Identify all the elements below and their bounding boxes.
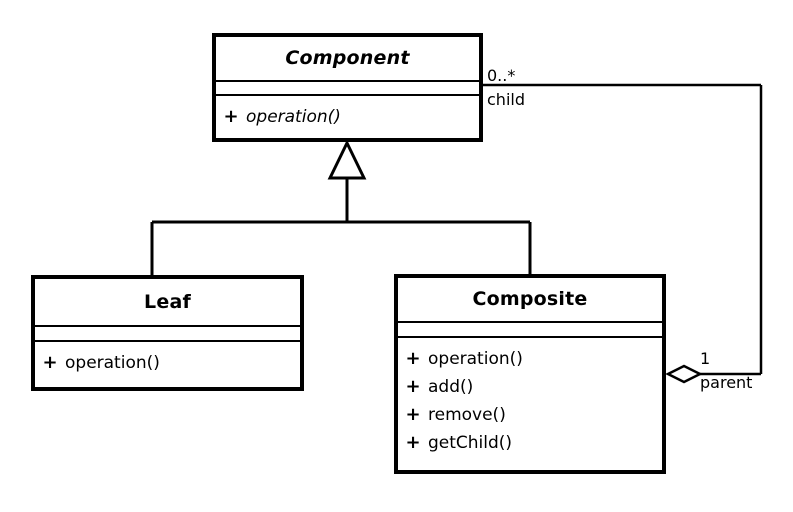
operation-label: remove() (428, 405, 506, 425)
component-attributes-compartment (216, 81, 479, 96)
aggregation-connector (481, 83, 763, 384)
class-box-component[interactable]: Component + operation() (212, 33, 483, 142)
composite-operation-row[interactable]: + add() (398, 373, 662, 401)
child-role-label: child (487, 90, 525, 109)
leaf-operation-row[interactable]: + operation() (35, 349, 300, 377)
visibility-marker: + (405, 404, 421, 425)
aggregation-diamond (665, 364, 703, 384)
class-box-leaf[interactable]: Leaf + operation() (31, 275, 304, 391)
component-operations-compartment: + operation() (216, 96, 479, 138)
component-class-name: Component (285, 46, 410, 69)
visibility-marker: + (405, 432, 421, 453)
class-box-composite[interactable]: Composite + operation() + add() + remove… (394, 274, 666, 474)
component-operation-row[interactable]: + operation() (216, 103, 479, 131)
generalization-connector (150, 139, 532, 277)
composite-name-compartment: Composite (398, 278, 662, 323)
parent-role-label: parent (700, 373, 753, 392)
operation-label: operation() (65, 353, 160, 373)
component-name-compartment: Component (216, 37, 479, 82)
visibility-marker: + (405, 376, 421, 397)
composite-operation-row[interactable]: + operation() (398, 345, 662, 373)
inheritance-triangle-arrowhead (327, 139, 367, 180)
child-multiplicity-label: 0..* (487, 66, 516, 85)
composite-operation-row[interactable]: + getChild() (398, 429, 662, 457)
visibility-marker: + (405, 348, 421, 369)
operation-label: getChild() (428, 433, 513, 453)
parent-multiplicity-label: 1 (700, 349, 711, 368)
leaf-operations-compartment: + operation() (35, 342, 300, 387)
operation-label: add() (428, 377, 474, 397)
operation-label: operation() (428, 349, 523, 369)
composite-operation-row[interactable]: + remove() (398, 401, 662, 429)
composite-operations-compartment: + operation() + add() + remove() + getCh… (398, 338, 662, 470)
visibility-marker: + (223, 106, 239, 127)
leaf-name-compartment: Leaf (35, 279, 300, 327)
leaf-attributes-compartment (35, 327, 300, 342)
operation-label: operation() (246, 107, 341, 127)
composite-attributes-compartment (398, 323, 662, 338)
leaf-class-name: Leaf (144, 290, 191, 313)
composite-class-name: Composite (472, 288, 588, 310)
visibility-marker: + (42, 352, 58, 373)
